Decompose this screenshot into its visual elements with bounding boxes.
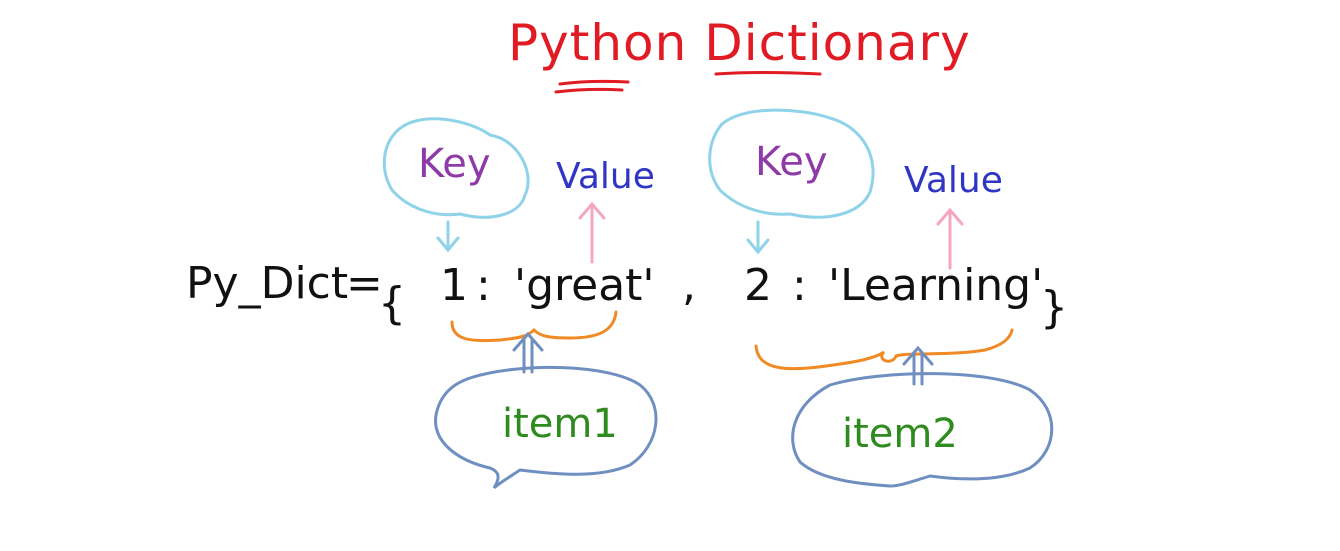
key-arrow-1 [436,220,460,253]
pair2-value: 'Learning' [828,260,1043,311]
diagram-title: Python Dictionary [508,14,971,72]
key-cloud-2 [708,108,875,219]
item2-brace [754,328,1014,371]
item2-double-arrow [902,345,934,386]
value-label-1: Value [556,156,655,197]
open-brace: { [378,278,406,329]
pair2-colon: : [792,260,807,311]
pair1-value: 'great' [514,260,655,311]
value-arrow-1 [578,201,606,264]
close-brace: } [1040,282,1068,333]
item2-label: item2 [842,411,958,457]
key-arrow-2 [746,220,770,255]
pair1-colon: : [476,260,491,311]
key-label-2: Key [755,139,828,185]
value-arrow-2 [936,207,964,270]
title-underline [554,71,822,94]
item1-brace [450,310,618,343]
value-label-2: Value [904,160,1003,201]
equals-sign: = [346,258,383,309]
pair2-key: 2 [744,260,772,311]
key-label-1: Key [418,141,491,187]
item2-cloud [791,372,1054,488]
item1-cloud [434,365,658,490]
pair-separator: , [682,260,696,311]
item1-label: item1 [502,401,618,447]
key-cloud-1 [382,117,530,219]
dict-name: Py_Dict [186,258,348,309]
pair1-key: 1 [440,260,468,311]
